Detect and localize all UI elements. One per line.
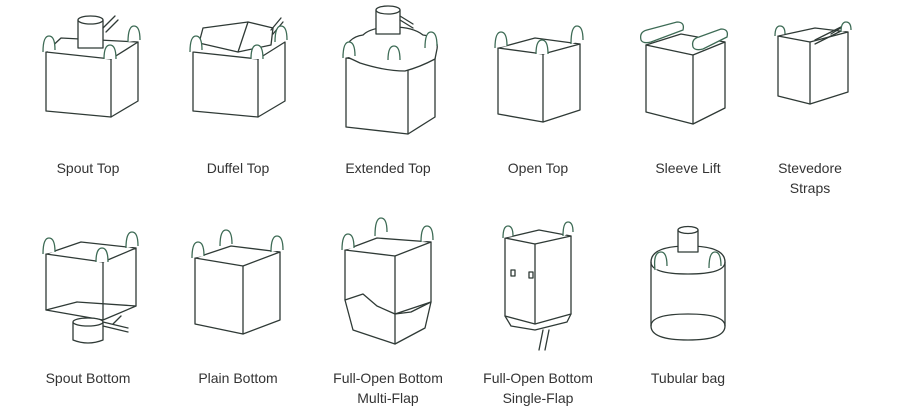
label-open-top: Open Top xyxy=(463,158,613,178)
label-stevedore-straps: Stevedore Straps xyxy=(735,158,885,198)
label-full-open-single-flap: Full-Open Bottom Single-Flap xyxy=(463,368,613,408)
sleeve-lift-bag-icon xyxy=(639,21,729,125)
label-duffel-top: Duffel Top xyxy=(163,158,313,178)
stevedore-straps-bag-icon xyxy=(774,21,852,105)
bag-extended-top: Extended Top xyxy=(313,0,463,200)
label-tubular: Tubular bag xyxy=(613,368,763,388)
label-line: Stevedore xyxy=(778,160,842,176)
label-line: Spout Top xyxy=(56,160,120,176)
spout-bottom-bag-icon xyxy=(42,231,139,344)
spout-top-bag-icon xyxy=(42,15,141,118)
label-line: Open Top xyxy=(507,160,569,176)
full-open-single-flap-bag-icon xyxy=(502,221,574,351)
tubular-bag-icon xyxy=(650,225,726,341)
label-sleeve-lift: Sleeve Lift xyxy=(613,158,763,178)
plain-bottom-bag-icon xyxy=(191,229,284,335)
label-line: Tubular bag xyxy=(650,370,726,386)
extended-top-bag-icon xyxy=(342,5,438,135)
label-line: Full-Open Bottom xyxy=(483,370,593,386)
bag-spout-top: Spout Top xyxy=(13,0,163,200)
bag-open-top: Open Top xyxy=(463,0,613,200)
full-open-multi-flap-bag-icon xyxy=(341,217,434,345)
label-line: Plain Bottom xyxy=(198,370,278,386)
label-line: Straps xyxy=(789,180,831,196)
label-spout-top: Spout Top xyxy=(13,158,163,178)
label-spout-bottom: Spout Bottom xyxy=(13,368,163,388)
label-plain-bottom: Plain Bottom xyxy=(163,368,313,388)
duffel-top-bag-icon xyxy=(189,17,288,118)
label-line: Spout Bottom xyxy=(45,370,131,386)
label-line: Single-Flap xyxy=(502,390,574,406)
label-full-open-multi-flap: Full-Open Bottom Multi-Flap xyxy=(313,368,463,408)
bag-full-open-single-flap: Full-Open Bottom Single-Flap xyxy=(463,210,613,420)
label-line: Full-Open Bottom xyxy=(333,370,443,386)
bag-spout-bottom: Spout Bottom xyxy=(13,210,163,420)
bag-duffel-top: Duffel Top xyxy=(163,0,313,200)
bag-plain-bottom: Plain Bottom xyxy=(163,210,313,420)
open-top-bag-icon xyxy=(494,25,584,123)
label-line: Sleeve Lift xyxy=(655,160,721,176)
label-line: Multi-Flap xyxy=(357,390,419,406)
label-extended-top: Extended Top xyxy=(313,158,463,178)
label-line: Extended Top xyxy=(345,160,431,176)
bag-full-open-multi-flap: Full-Open Bottom Multi-Flap xyxy=(313,210,463,420)
label-line: Duffel Top xyxy=(206,160,270,176)
bag-sleeve-lift: Sleeve Lift xyxy=(613,0,763,200)
bag-tubular: Tubular bag xyxy=(613,210,763,420)
bag-stevedore-straps: Stevedore Straps xyxy=(735,0,885,200)
